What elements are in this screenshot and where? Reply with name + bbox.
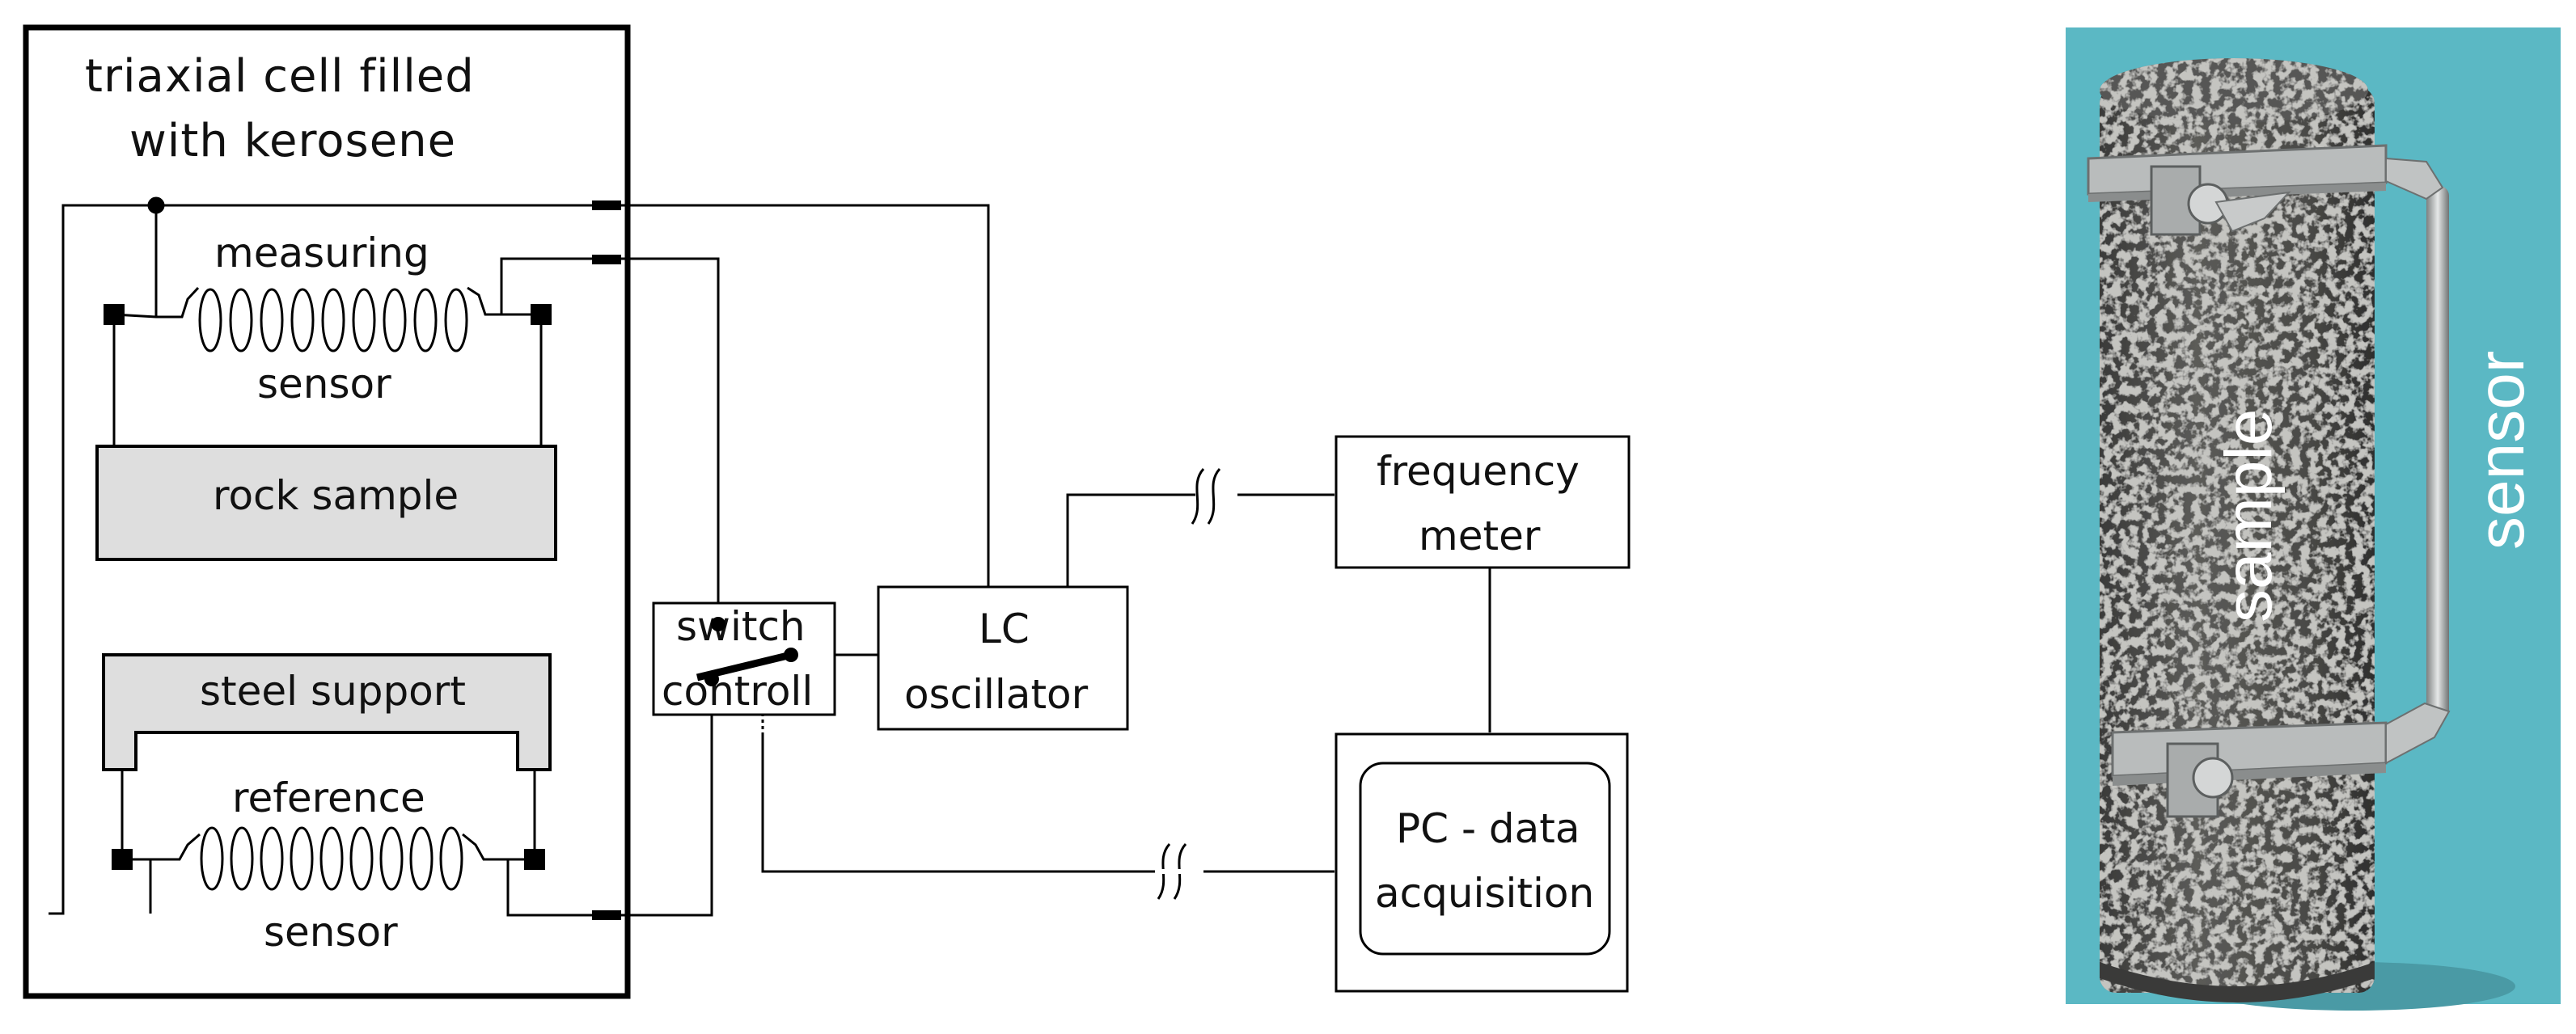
clamp-top — [2087, 144, 2444, 236]
switch-contact-bottom — [704, 672, 719, 686]
photo-label-sample: sample — [2212, 409, 2286, 623]
reference-sensor: reference sensor — [112, 770, 615, 956]
reference-label-top: reference — [232, 774, 425, 821]
cable-break-marks — [1155, 467, 1221, 900]
steel-support-label: steel support — [200, 668, 466, 715]
switch-contact-top — [711, 617, 725, 631]
switch-wires — [615, 257, 1491, 917]
common-wire — [49, 196, 990, 915]
rock-sample: rock sample — [95, 445, 557, 561]
rock-sample-label: rock sample — [213, 472, 459, 519]
pc-label-line1: PC - data — [1396, 805, 1580, 852]
sensor-rod — [2426, 186, 2449, 720]
reference-coil — [121, 770, 615, 917]
frequency-meter: frequency meter — [1335, 435, 1631, 569]
oscillator-label-line2: oscillator — [904, 671, 1089, 718]
switch-control: switch controll — [652, 601, 836, 716]
cell-frame — [23, 24, 631, 999]
cell-title-line1: triaxial cell filled — [85, 50, 475, 103]
switch-label-line2: controll — [662, 668, 813, 715]
triaxial-cell: triaxial cell filled with kerosene — [23, 24, 631, 999]
measuring-sensor: measuring sensor — [104, 230, 615, 446]
pc-label-line2: acquisition — [1375, 870, 1594, 917]
photo-label-sensor: sensor — [2464, 351, 2538, 550]
switch-pivot — [784, 648, 798, 662]
oscillator-label-line1: LC — [979, 606, 1030, 652]
lc-oscillator: LC oscillator — [877, 585, 1129, 731]
measuring-label-top: measuring — [214, 230, 429, 276]
measuring-coil — [112, 257, 615, 446]
frequency-meter-label-line2: meter — [1419, 513, 1541, 559]
switch-label-line1: switch — [676, 603, 806, 650]
measuring-label-bottom: sensor — [257, 361, 391, 407]
pc-data-acquisition: PC - data acquisition — [1335, 732, 1629, 993]
feedthrough-connectors — [592, 200, 621, 920]
frequency-meter-label-line1: frequency — [1377, 448, 1580, 495]
cell-title-line2: with kerosene — [129, 115, 456, 167]
clamp-bottom — [2111, 702, 2451, 818]
reference-label-bottom: sensor — [264, 909, 398, 956]
sample-photo: sample sensor — [2066, 27, 2561, 1011]
steel-support: steel support — [102, 653, 552, 771]
